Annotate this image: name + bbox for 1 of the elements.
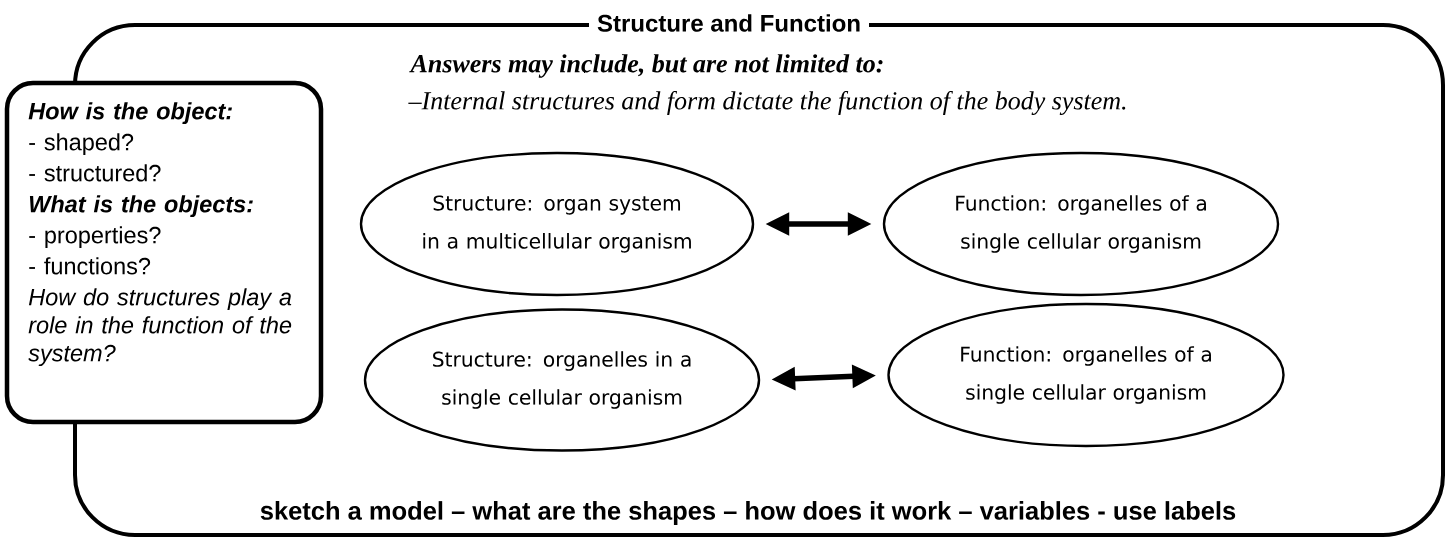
question-box: How is the object: - shaped? - structured? What is the objects: - properties? - functions? How do structures play a role in the function of the system? xyxy=(4,80,324,425)
